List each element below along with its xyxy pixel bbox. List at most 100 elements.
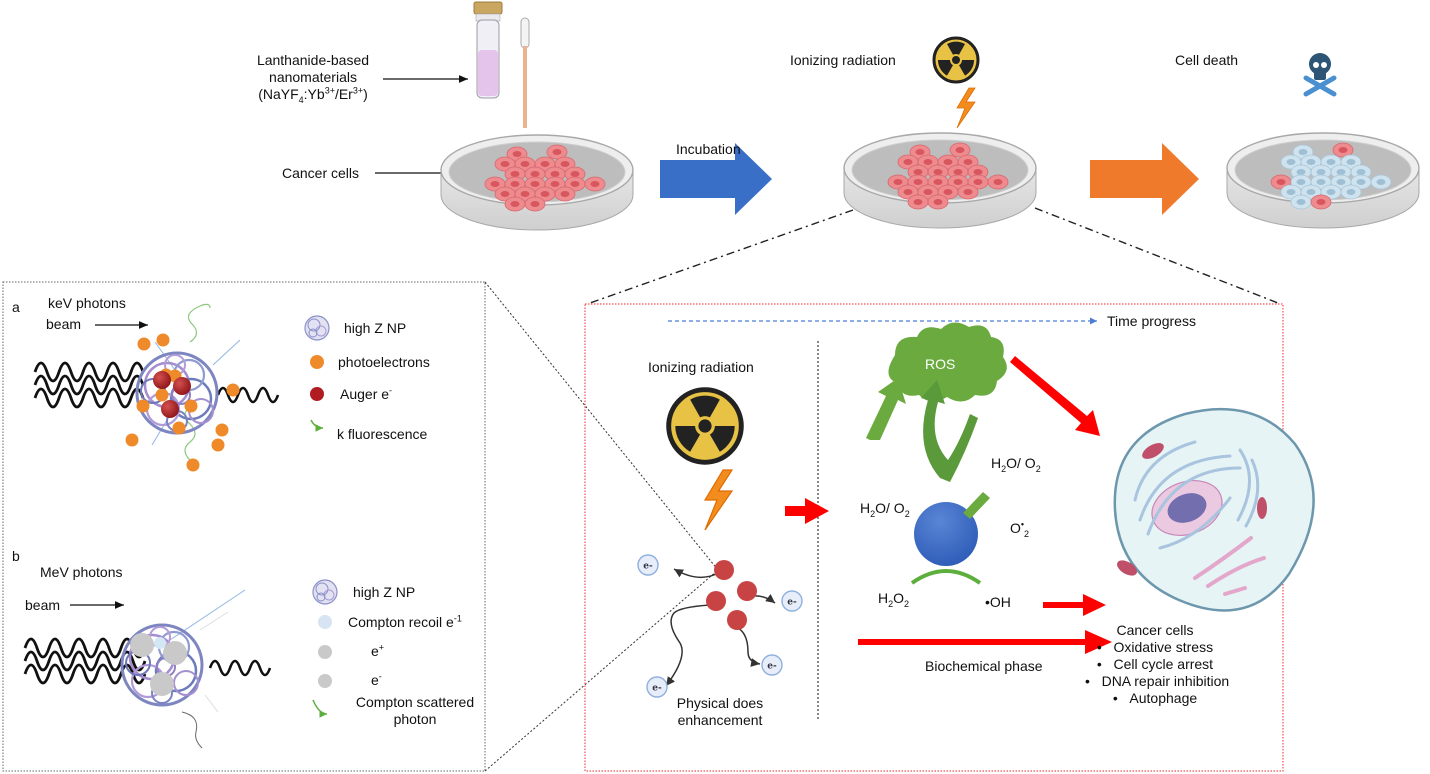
ros-label: ROS bbox=[925, 356, 956, 372]
radiation-hazard-icon bbox=[932, 36, 980, 84]
live-cancer-cell bbox=[987, 174, 1009, 190]
panel-b-particle bbox=[150, 672, 174, 696]
skull-crossbones-icon bbox=[1303, 53, 1337, 97]
zoom-line-np-bottom bbox=[484, 569, 719, 772]
compton-recoil-sup: -1 bbox=[453, 613, 462, 624]
sub-2: 2 bbox=[904, 508, 910, 519]
physics-panel-frame bbox=[2, 281, 486, 772]
panel-a-beam-label: beam bbox=[46, 316, 82, 332]
photoelectron bbox=[137, 337, 151, 351]
scattered-photon-line1: Compton scattered bbox=[355, 694, 475, 710]
time-progress-label: Time progress bbox=[1107, 313, 1196, 329]
legend-b-electron-icon bbox=[318, 674, 332, 688]
live-cancer-cell bbox=[907, 194, 929, 210]
electron-badge: e- bbox=[646, 676, 668, 698]
compton-recoil-text: Compton recoil e bbox=[348, 614, 454, 630]
photoelectron bbox=[136, 399, 150, 413]
outcome-item: • Oxidative stress bbox=[1096, 639, 1214, 655]
photoelectron bbox=[226, 383, 240, 397]
live-cancer-cell bbox=[504, 196, 526, 212]
physical-phase-label: Physical does enhancement bbox=[665, 695, 775, 729]
petri-dish-cancer-cells bbox=[440, 134, 634, 231]
electron-badge: e- bbox=[761, 654, 783, 676]
electron-badge: e- bbox=[637, 554, 659, 576]
ros-generation-arrow bbox=[866, 378, 906, 440]
panel-b-outgoing-wave bbox=[208, 659, 272, 677]
sub-2: 2 bbox=[1024, 528, 1030, 539]
legend-a-high-z-np-icon bbox=[304, 315, 330, 341]
outcome-text: Cell cycle arrest bbox=[1113, 656, 1214, 672]
sub-2: 2 bbox=[1035, 463, 1041, 474]
panel-a-incoming-waves bbox=[33, 361, 145, 409]
zoom-line-left bbox=[589, 209, 854, 304]
ionizing-radiation-label: Ionizing radiation bbox=[648, 359, 754, 375]
formula-part: /Er bbox=[334, 86, 353, 102]
incubation-label: Incubation bbox=[676, 141, 741, 157]
electron-badge: e- bbox=[781, 590, 803, 612]
scattered-photon-line2: photon bbox=[393, 711, 437, 727]
zoom-line-np-top bbox=[484, 281, 719, 571]
panel-b-recoil-electron bbox=[154, 637, 166, 649]
electron-sup: - bbox=[378, 671, 382, 682]
photoelectron bbox=[211, 438, 225, 452]
legend-a-high-z-np-label: high Z NP bbox=[344, 320, 407, 336]
ros-cloud bbox=[888, 322, 1007, 402]
h2o2-conversion-arrow bbox=[910, 569, 982, 585]
legend-a-photoelectrons-label: photoelectrons bbox=[338, 354, 430, 370]
legend-a-photoelectron-icon bbox=[310, 355, 324, 369]
electron-badge-label: e- bbox=[643, 562, 653, 572]
phase-transition-arrow bbox=[785, 498, 829, 524]
sub-2: 2 bbox=[1001, 463, 1007, 474]
surviving-cell bbox=[1310, 194, 1332, 210]
panel-b-letter: b bbox=[12, 548, 20, 564]
panel-a-particles bbox=[125, 333, 240, 472]
cancer-outcomes: Cancer cells • Oxidative stress • Cell c… bbox=[1085, 622, 1230, 707]
legend-a-fluorescence-icon bbox=[310, 419, 324, 432]
panel-a-letter: a bbox=[12, 299, 20, 315]
hydroxyl-label: •OH bbox=[985, 594, 1011, 610]
panel-a-fluorescence-path-top bbox=[187, 303, 211, 343]
formula-superscript: 3+ bbox=[352, 85, 364, 96]
sub-2: 2 bbox=[888, 598, 894, 609]
panel-b-title: MeV photons bbox=[40, 564, 123, 580]
outcome-item: • DNA repair inhibition bbox=[1085, 673, 1230, 689]
formula-part: ) bbox=[363, 86, 368, 102]
dead-cell bbox=[1290, 194, 1312, 210]
dead-cell bbox=[1340, 184, 1362, 200]
outcome-text: Oxidative stress bbox=[1113, 639, 1214, 655]
photoelectron bbox=[156, 333, 170, 347]
formula-superscript: 3+ bbox=[324, 85, 335, 96]
cell-death-label: Cell death bbox=[1175, 52, 1239, 68]
panel-b-scatter-line-2 bbox=[204, 694, 219, 713]
panel-a-title: keV photons bbox=[48, 295, 126, 311]
formula-subscript: 4 bbox=[298, 94, 304, 105]
superoxide-label: O•2 bbox=[1010, 519, 1030, 539]
legend-b-scattered-photon-icon bbox=[312, 699, 328, 718]
legend-b-compton-recoil-icon bbox=[318, 615, 332, 629]
sup-dot: • bbox=[1020, 519, 1025, 530]
auger-electron bbox=[161, 400, 179, 418]
physical-phase-line2: enhancement bbox=[677, 712, 763, 728]
electron-text: e bbox=[371, 672, 379, 688]
photoelectron bbox=[215, 423, 229, 437]
auger-text: Auger e bbox=[340, 386, 390, 402]
lightning-bolt-icon bbox=[956, 87, 976, 129]
h2o-o2-label-left: H2O/ O2 bbox=[860, 500, 910, 519]
legend-b-compton-recoil-label: Compton recoil e-1 bbox=[348, 614, 462, 631]
live-cancer-cell bbox=[957, 184, 979, 200]
nanomaterial-label-line2: nanomaterials bbox=[269, 69, 357, 85]
superoxide-arrow bbox=[963, 492, 990, 519]
auger-sup: - bbox=[389, 385, 393, 396]
legend-b-positron-label: e+ bbox=[371, 643, 384, 660]
legend-a-fluorescence-label: k fluorescence bbox=[337, 426, 428, 442]
live-cancer-cell bbox=[554, 186, 576, 202]
pipette bbox=[520, 17, 530, 128]
sub-2: 2 bbox=[870, 508, 876, 519]
dead-cell bbox=[1370, 174, 1392, 190]
outcome-text: Autophage bbox=[1129, 690, 1198, 706]
nanomaterial-label-line1: Lanthanide-based bbox=[256, 52, 370, 68]
legend-b-high-z-np-icon bbox=[312, 579, 338, 605]
nanomaterial-vial bbox=[473, 1, 503, 99]
legend-a-auger-label: Auger e- bbox=[340, 386, 392, 403]
